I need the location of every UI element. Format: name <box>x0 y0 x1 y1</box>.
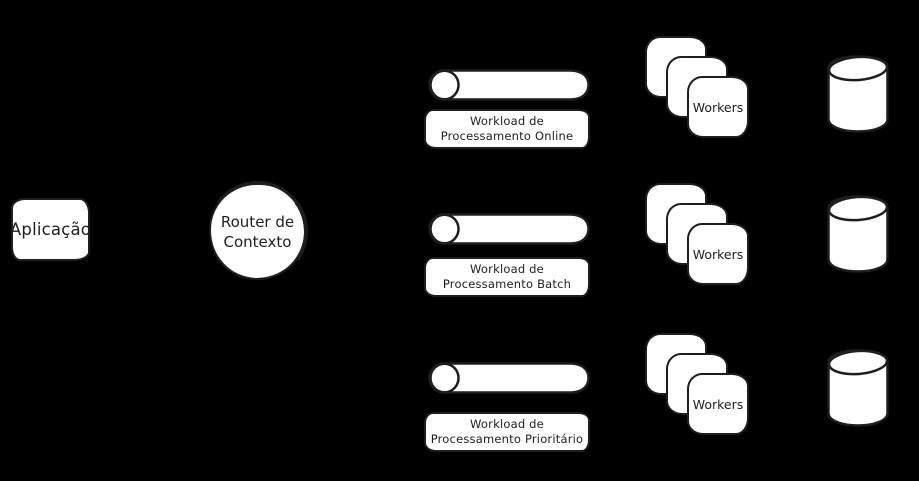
workers-stack: Workers <box>645 333 751 437</box>
node-application: Aplicação <box>9 198 92 261</box>
queue-label-line1: Workload de <box>470 416 544 431</box>
router-label-line1: Router de <box>220 212 295 231</box>
router-label-line2: Contexto <box>223 232 292 251</box>
workers-label: Workers <box>692 99 744 115</box>
queue-pipe-icon <box>427 212 591 246</box>
node-context-router: Router de Contexto <box>209 183 306 280</box>
queue-label-line1: Workload de <box>470 113 544 128</box>
queue-pipe-icon <box>427 361 591 395</box>
queue-label-line1: Workload de <box>470 261 544 276</box>
queue-label-line2: Processamento Online <box>440 129 574 143</box>
database-cylinder-icon <box>826 348 890 428</box>
application-label: Aplicação <box>9 220 92 239</box>
queue-label-line2: Processamento Prioritário <box>430 432 584 446</box>
database-cylinder-icon <box>826 194 890 274</box>
queue-label-batch: Workload de Processamento Batch <box>424 257 590 297</box>
workers-stack: Workers <box>645 36 751 140</box>
worker-card-icon: Workers <box>687 373 749 435</box>
worker-card-icon: Workers <box>687 223 749 285</box>
queue-pipe-icon <box>427 68 591 102</box>
queue-label-online: Workload de Processamento Online <box>424 109 590 149</box>
workers-label: Workers <box>692 396 744 412</box>
workers-label: Workers <box>692 246 744 262</box>
database-cylinder-icon <box>826 54 890 134</box>
workers-stack: Workers <box>645 183 751 287</box>
queue-label-prioritario: Workload de Processamento Prioritário <box>424 412 590 452</box>
queue-label-line2: Processamento Batch <box>442 277 572 291</box>
worker-card-icon: Workers <box>687 76 749 138</box>
